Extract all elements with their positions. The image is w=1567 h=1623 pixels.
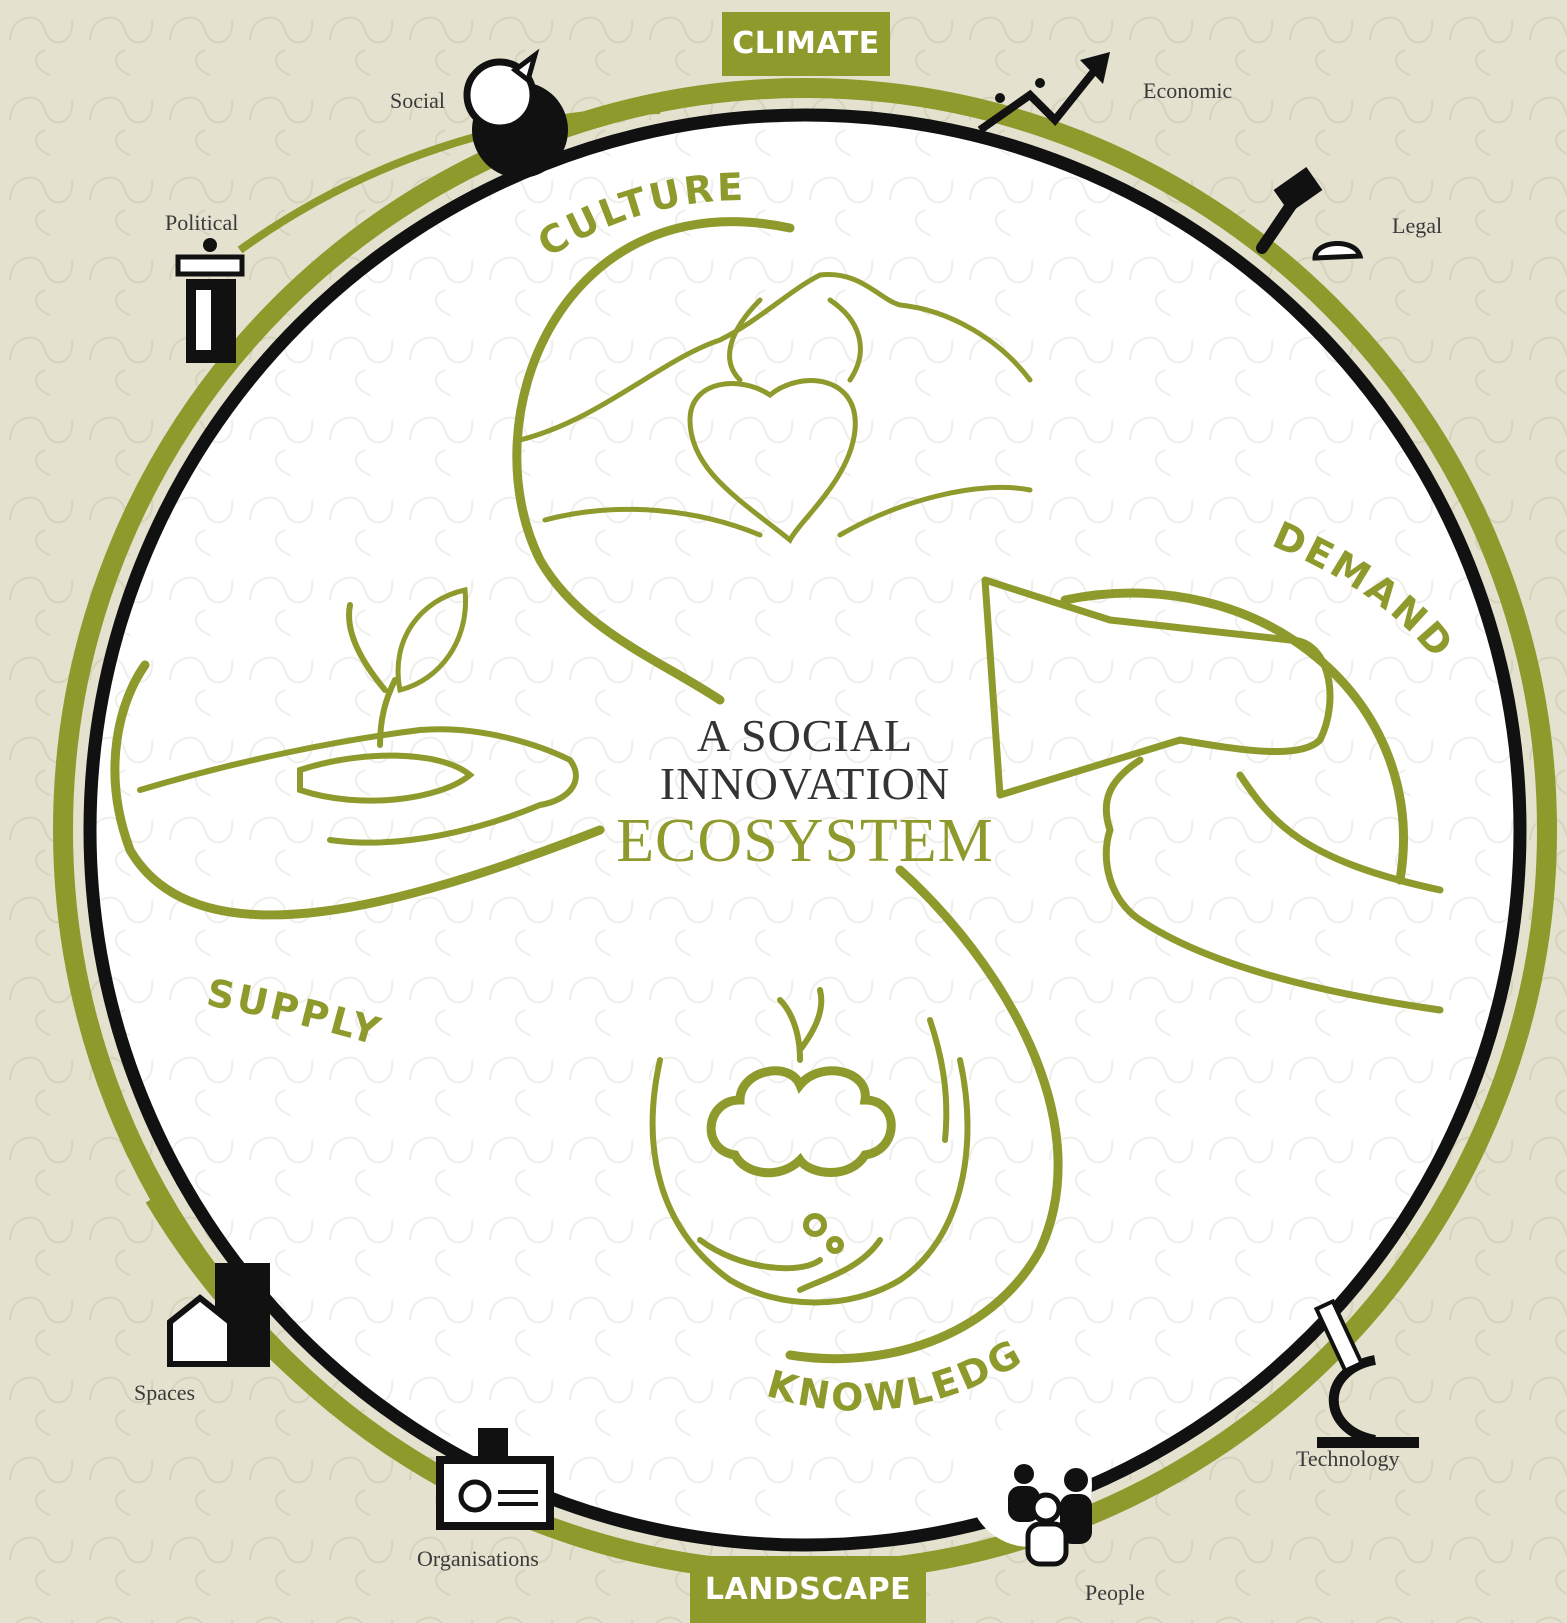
title-line-2: INNOVATION [659, 758, 951, 810]
black-ring [83, 108, 1527, 1552]
podium-icon [175, 238, 245, 363]
label-technology: Technology [1296, 1446, 1400, 1471]
title-line-1: A SOCIAL [696, 710, 914, 761]
center-title: A SOCIAL INNOVATION ECOSYSTEM [545, 710, 1065, 875]
label-political: Political [165, 210, 239, 235]
label-legal: Legal [1392, 213, 1443, 238]
buildings-icon [167, 1263, 270, 1367]
people-group-icon [968, 1423, 1092, 1567]
heart-hands-icon [517, 271, 1033, 544]
label-organisations: Organisations [417, 1546, 539, 1571]
label-economic: Economic [1143, 78, 1233, 103]
landscape-tag: LANDSCAPE [690, 1556, 926, 1623]
label-spaces: Spaces [134, 1380, 196, 1405]
rising-graph-icon [977, 52, 1110, 134]
gavel-icon [1256, 167, 1364, 261]
label-social: Social [390, 88, 445, 113]
climate-tag: CLIMATE [722, 12, 890, 76]
label-people: People [1085, 1580, 1145, 1605]
hand-seedling-icon [137, 586, 579, 846]
cupped-hands-cloud-icon [649, 987, 971, 1306]
speech-bubbles-icon [463, 48, 568, 178]
megaphone-icon [981, 576, 1444, 1014]
title-line-3: ECOSYSTEM [616, 806, 994, 875]
microscope-icon [1313, 1298, 1419, 1448]
id-card-icon [436, 1428, 554, 1530]
